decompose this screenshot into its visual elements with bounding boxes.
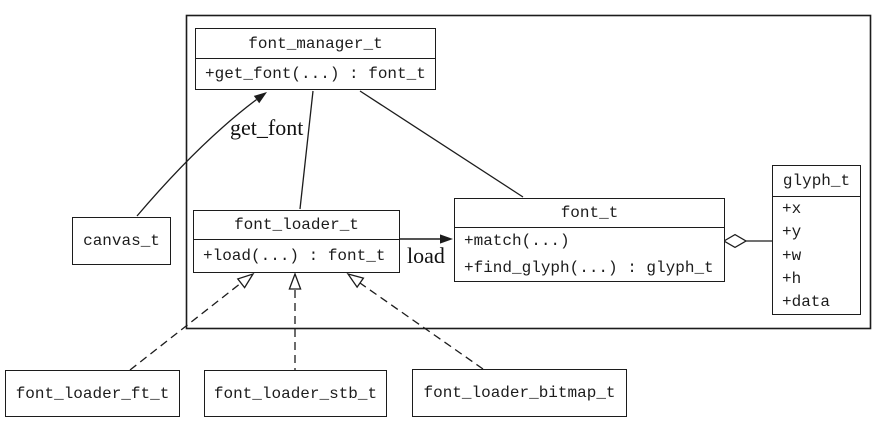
class-attribute: +w (782, 246, 802, 265)
edge-manager-loader (299, 90, 314, 210)
edge-bitmap-inherit (359, 282, 484, 370)
class-font-loader-ft-t: font_loader_ft_t (5, 370, 180, 417)
class-attribute: +x (782, 199, 802, 218)
class-title: font_loader_stb_t (213, 384, 378, 403)
class-attribute: +data (782, 293, 831, 312)
edge-canvas-getfont (136, 99, 257, 217)
inherit-triangle-stb (288, 272, 302, 290)
package-boundary (185, 14, 872, 330)
class-method: +load(...) : font_t (203, 247, 386, 265)
class-method: +get_font(...) : font_t (205, 65, 426, 83)
edge-label-get-font: get_font (230, 115, 304, 140)
arrowhead-getfont (253, 92, 267, 104)
edge-ft-inherit (129, 282, 242, 371)
class-method: +match(...) (464, 232, 570, 251)
edge-manager-font (359, 90, 524, 198)
class-title: glyph_t (773, 166, 860, 197)
class-title: font_loader_t (194, 211, 399, 240)
class-attribute: +h (782, 269, 802, 288)
class-title: canvas_t (83, 232, 160, 250)
class-font-loader-t: font_loader_t +load(...) : font_t (193, 210, 400, 273)
class-font-t: font_t +match(...) +find_glyph(...) : gl… (454, 198, 725, 282)
class-title: font_manager_t (196, 29, 435, 59)
class-title: font_loader_bitmap_t (423, 384, 616, 402)
edge-label-load: load (407, 243, 445, 268)
inherit-triangle-bitmap (346, 272, 365, 289)
inherit-triangle-ft (236, 272, 255, 289)
class-attribute: +y (782, 223, 802, 242)
class-font-loader-bitmap-t: font_loader_bitmap_t (412, 369, 627, 417)
class-title: font_loader_ft_t (15, 384, 170, 403)
class-glyph-t: glyph_t +x +y +w +h +data (772, 165, 861, 315)
class-title: font_t (455, 199, 724, 228)
class-font-manager-t: font_manager_t +get_font(...) : font_t (195, 28, 436, 90)
class-method: +find_glyph(...) : glyph_t (464, 258, 714, 277)
class-font-loader-stb-t: font_loader_stb_t (204, 370, 387, 417)
class-canvas-t: canvas_t (72, 217, 171, 265)
arrowhead-load (440, 234, 453, 244)
aggregation-diamond (722, 233, 748, 249)
